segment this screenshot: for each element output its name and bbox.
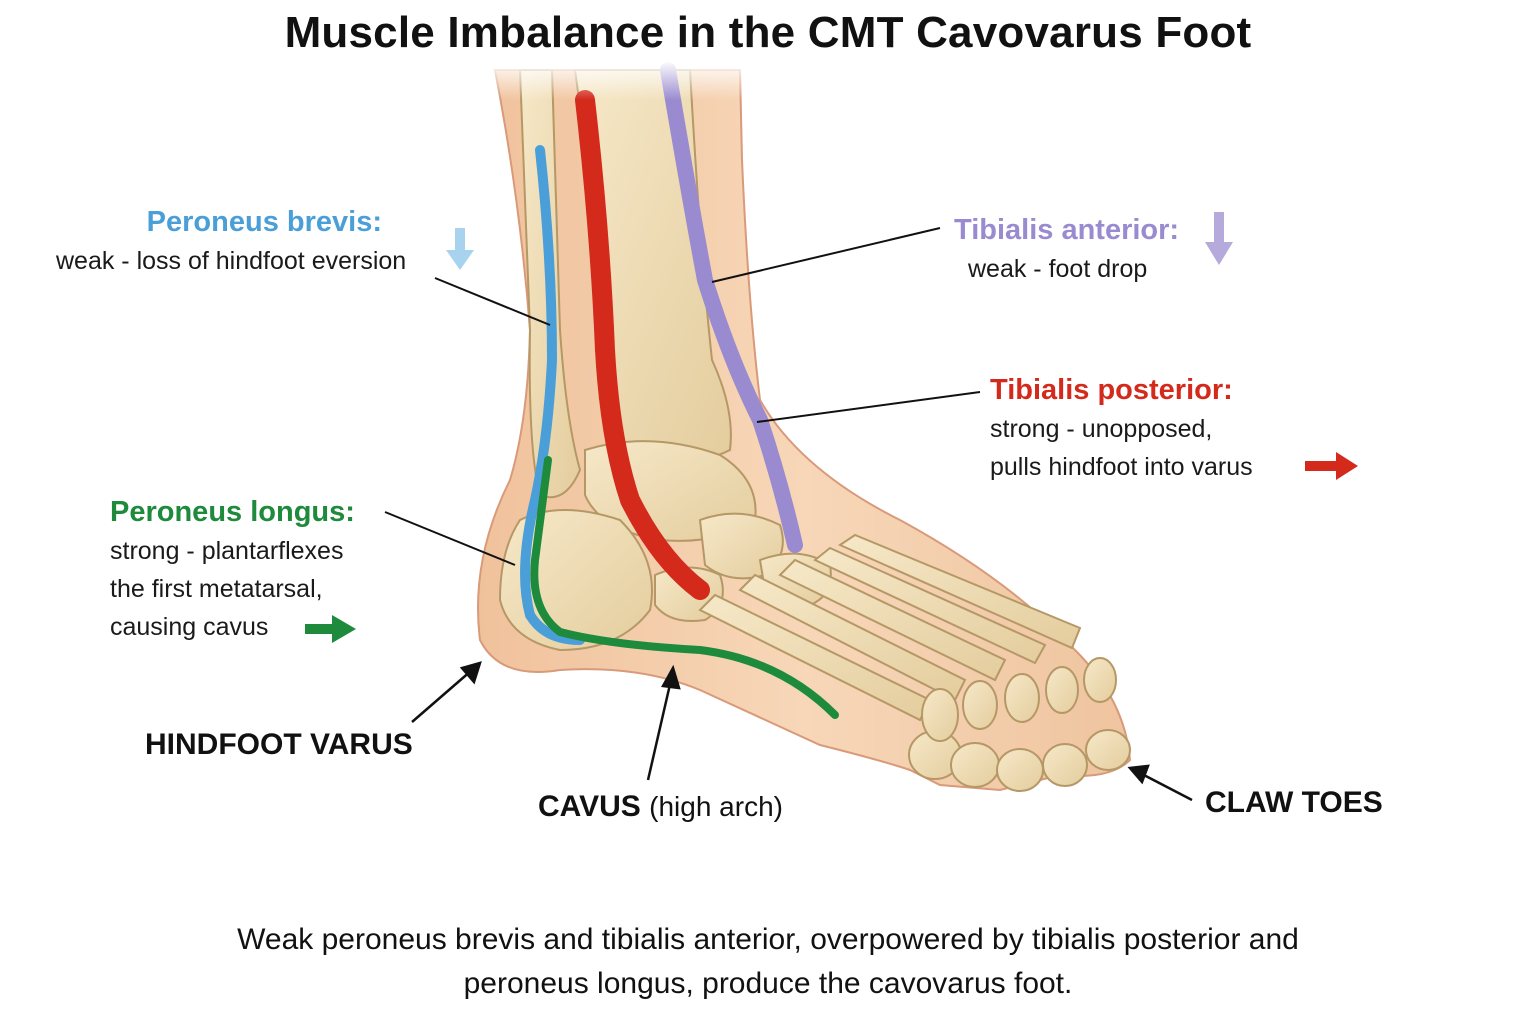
tibialis-anterior-desc: weak - foot drop bbox=[968, 255, 1148, 283]
leader-tibialis-anterior bbox=[711, 227, 941, 283]
caption-line-1: Weak peroneus brevis and tibialis anteri… bbox=[237, 923, 1299, 956]
tibialis-anterior-heading: Tibialis anterior: bbox=[954, 214, 1180, 246]
tibialis-posterior-desc-1: strong - unopposed, bbox=[990, 415, 1213, 443]
label-tibialis-anterior: Tibialis anterior: weak - foot drop bbox=[954, 210, 1179, 288]
down-arrow-icon bbox=[1205, 212, 1233, 265]
peroneus-longus-desc-3: causing cavus bbox=[110, 613, 269, 641]
leader-lines bbox=[384, 227, 981, 566]
metatarsal-3 bbox=[778, 558, 1007, 682]
caption: Weak peroneus brevis and tibialis anteri… bbox=[0, 918, 1536, 1006]
peroneus-longus-desc-2: the first metatarsal, bbox=[110, 575, 323, 603]
label-hindfoot-varus: HINDFOOT VARUS bbox=[145, 728, 413, 761]
right-arrow-icon bbox=[305, 615, 356, 643]
toe-4 bbox=[1042, 743, 1088, 787]
label-cavus: CAVUS (high arch) bbox=[538, 790, 783, 824]
cavus-note: (high arch) bbox=[649, 791, 783, 822]
leader-peroneus-longus bbox=[384, 511, 516, 566]
tibialis-posterior-desc-2: pulls hindfoot into varus bbox=[990, 453, 1253, 481]
toe-2 bbox=[950, 742, 1000, 788]
peroneus-longus-desc-1: strong - plantarflexes bbox=[110, 537, 344, 565]
down-arrow-icon bbox=[446, 228, 474, 270]
cavus-text: CAVUS bbox=[538, 790, 641, 823]
label-claw-toes: CLAW TOES bbox=[1205, 786, 1383, 819]
metatarsal-4 bbox=[813, 546, 1047, 665]
peroneus-brevis-desc: weak - loss of hindfoot eversion bbox=[56, 247, 407, 275]
leader-peroneus-brevis bbox=[434, 277, 551, 326]
label-tibialis-posterior: Tibialis posterior: strong - unopposed, … bbox=[990, 370, 1253, 486]
peroneus-longus-tendon bbox=[530, 456, 839, 719]
leader-tibialis-posterior bbox=[756, 391, 981, 423]
metatarsal-2 bbox=[738, 573, 967, 702]
toe-3 bbox=[996, 748, 1044, 792]
page-title: Muscle Imbalance in the CMT Cavovarus Fo… bbox=[284, 8, 1252, 57]
peroneus-longus-heading: Peroneus longus: bbox=[110, 496, 355, 528]
tibialis-posterior-heading: Tibialis posterior: bbox=[990, 374, 1233, 406]
tibialis-anterior-tendon bbox=[660, 62, 803, 553]
label-peroneus-longus: Peroneus longus: strong - plantarflexes … bbox=[110, 492, 355, 646]
peroneus-brevis-heading: Peroneus brevis: bbox=[146, 206, 382, 238]
deformity-pointers bbox=[411, 661, 1193, 802]
toe-5 bbox=[1085, 729, 1131, 771]
label-peroneus-brevis: Peroneus brevis: weak - loss of hindfoot… bbox=[56, 202, 406, 280]
tibialis-posterior-muscle bbox=[575, 90, 710, 600]
caption-line-2: peroneus longus, produce the cavovarus f… bbox=[463, 967, 1073, 1000]
right-arrow-icon bbox=[1305, 452, 1358, 480]
metatarsal-5 bbox=[837, 533, 1082, 650]
peroneus-brevis-tendon bbox=[520, 145, 585, 645]
